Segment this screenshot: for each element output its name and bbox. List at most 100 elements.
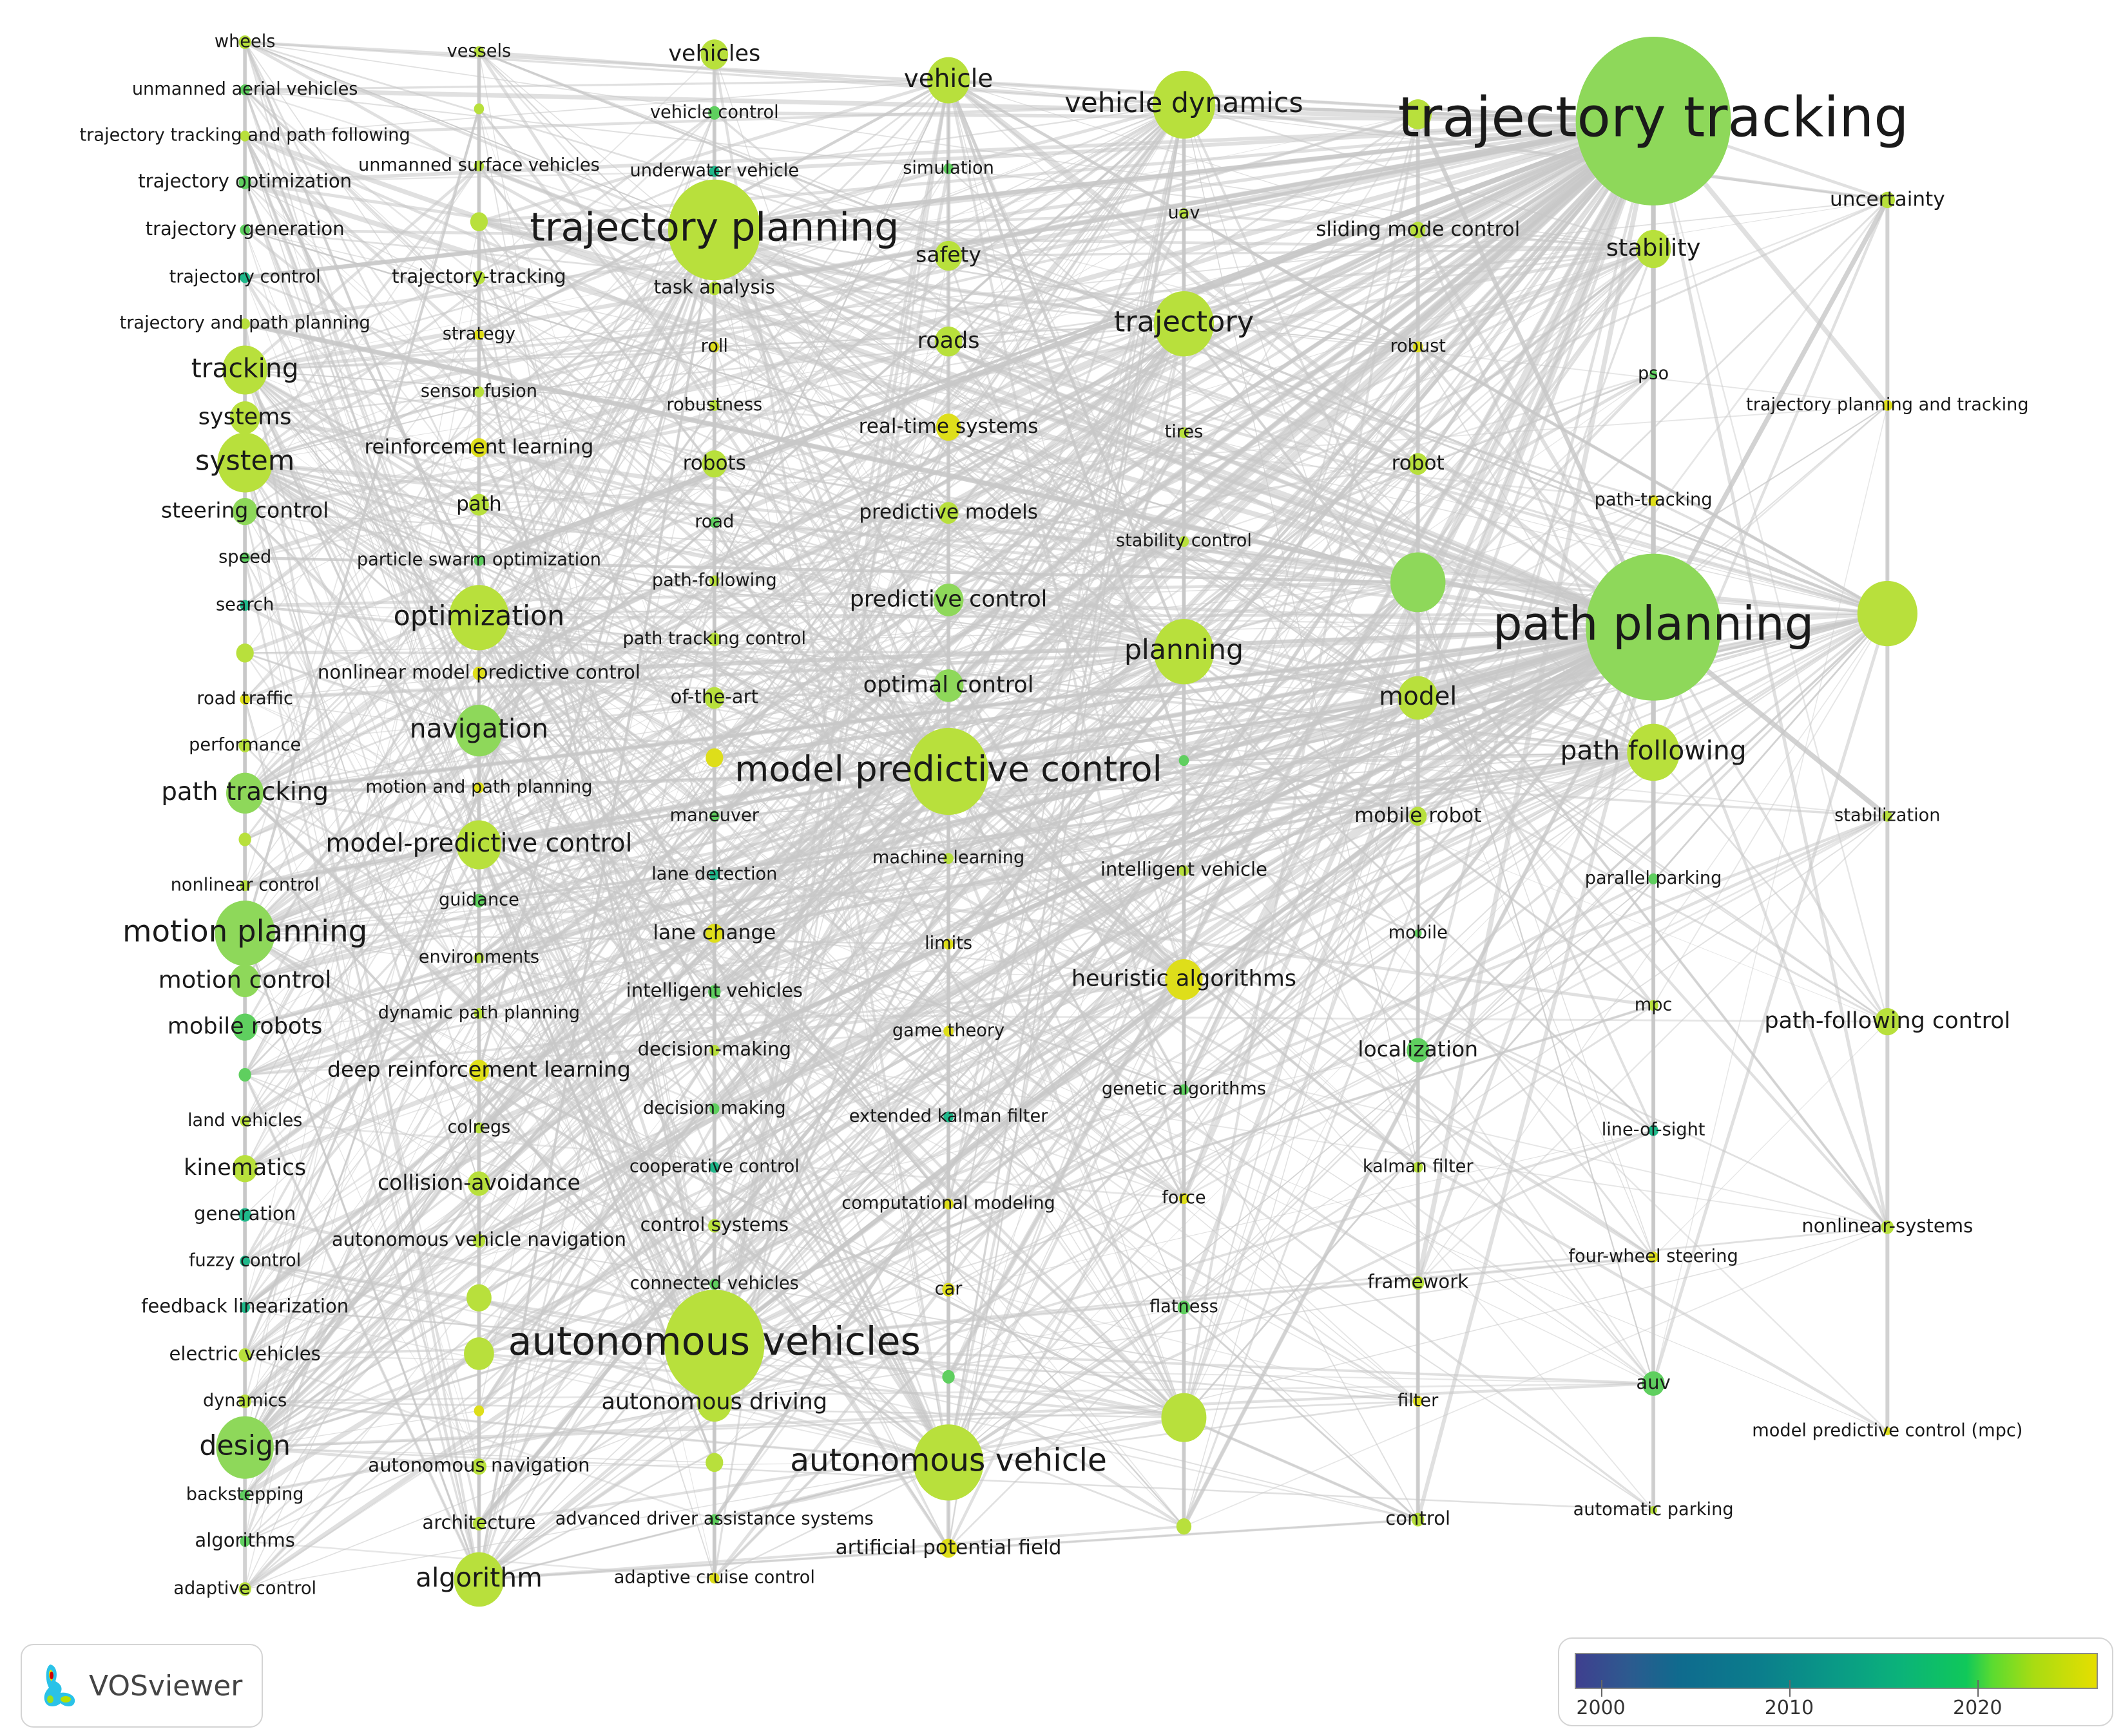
label-artificial-potential-field[interactable]: artificial potential field xyxy=(836,1536,1062,1559)
node-decision-making[interactable] xyxy=(709,1103,720,1114)
node-performance[interactable] xyxy=(238,738,251,752)
label-vehicle-control[interactable]: vehicle control xyxy=(650,102,779,122)
node-n-870-1122[interactable] xyxy=(1176,1518,1192,1535)
node-path-planning[interactable] xyxy=(1586,553,1722,701)
label-lane-detection[interactable]: lane detection xyxy=(651,864,777,884)
label-nonlinear-control[interactable]: nonlinear control xyxy=(171,875,320,895)
node-stability[interactable] xyxy=(1635,229,1671,269)
label-autonomous-vehicle-navigation[interactable]: autonomous vehicle navigation xyxy=(332,1228,626,1250)
label-heuristic-algorithms[interactable]: heuristic algorithms xyxy=(1071,966,1296,992)
label-systems[interactable]: systems xyxy=(198,404,292,430)
label-vessels[interactable]: vessels xyxy=(447,41,512,61)
label-robot[interactable]: robot xyxy=(1392,452,1445,475)
node-kinematics[interactable] xyxy=(232,1155,258,1183)
node-design[interactable] xyxy=(216,1416,274,1479)
label-optimal-control[interactable]: optimal control xyxy=(863,672,1034,698)
node-of-the-art[interactable] xyxy=(704,687,725,709)
label-model-predictive-control-hyphen[interactable]: model-predictive control xyxy=(325,829,632,858)
label-algorithms[interactable]: algorithms xyxy=(195,1529,295,1551)
label-backstepping[interactable]: backstepping xyxy=(186,1485,304,1505)
label-path-planning[interactable]: path planning xyxy=(1493,596,1814,651)
node-trajectory-tracking[interactable] xyxy=(1575,37,1731,205)
node-n-352-995[interactable] xyxy=(464,1337,494,1370)
label-mpc[interactable]: mpc xyxy=(1635,995,1673,1015)
node-real-time-systems[interactable] xyxy=(936,414,961,441)
label-dynamic-path-planning[interactable]: dynamic path planning xyxy=(378,1003,580,1023)
label-path-tracking-hyphen[interactable]: path-tracking xyxy=(1595,490,1713,510)
node-algorithms[interactable] xyxy=(240,1536,250,1547)
label-search[interactable]: search xyxy=(216,595,274,615)
node-path-following-hyphen[interactable] xyxy=(709,575,720,587)
label-intelligent-vehicle[interactable]: intelligent vehicle xyxy=(1100,859,1267,881)
node-optimal-control[interactable] xyxy=(933,669,964,702)
node-robot[interactable] xyxy=(1408,453,1428,475)
label-generation[interactable]: generation xyxy=(194,1203,296,1225)
node-architecture[interactable] xyxy=(472,1516,486,1531)
label-predictive-control[interactable]: predictive control xyxy=(850,586,1048,612)
node-navigation[interactable] xyxy=(455,705,503,757)
node-n-870-1042[interactable] xyxy=(1161,1393,1207,1442)
node-trajectory-planning[interactable] xyxy=(668,179,761,281)
node-model-predictive-control-hyphen[interactable] xyxy=(456,820,502,870)
node-tpt[interactable] xyxy=(1882,399,1893,411)
label-car[interactable]: car xyxy=(935,1279,963,1299)
label-adas[interactable]: advanced driver assistance systems xyxy=(555,1509,874,1529)
label-sensor-fusion[interactable]: sensor fusion xyxy=(421,381,537,401)
node-n-180-480[interactable] xyxy=(236,643,254,663)
label-trajectory-generation[interactable]: trajectory generation xyxy=(146,218,345,240)
label-auv[interactable]: auv xyxy=(1636,1371,1671,1393)
node-autonomous-driving[interactable] xyxy=(696,1383,733,1422)
node-trajectory-tracking-hyphen[interactable] xyxy=(472,271,486,285)
node-steering-control[interactable] xyxy=(232,497,258,526)
label-nmpc[interactable]: nonlinear model predictive control xyxy=(318,661,640,683)
node-trajectory[interactable] xyxy=(1153,291,1215,357)
node-deep-reinforcement-learning[interactable] xyxy=(468,1060,489,1082)
vosviewer-logo[interactable]: VOSviewer xyxy=(21,1644,263,1728)
node-n-352-1037[interactable] xyxy=(474,1405,485,1416)
label-deep-reinforcement-learning[interactable]: deep reinforcement learning xyxy=(327,1057,631,1082)
node-autonomous-navigation[interactable] xyxy=(471,1458,487,1475)
node-wheels[interactable] xyxy=(238,35,251,50)
node-pso[interactable] xyxy=(1649,370,1657,379)
label-autonomous-driving[interactable]: autonomous driving xyxy=(602,1389,828,1415)
node-task-analysis[interactable] xyxy=(708,281,721,296)
node-trajectory-control[interactable] xyxy=(240,272,250,283)
node-path-tracking[interactable] xyxy=(226,772,264,814)
node-n-525-557[interactable] xyxy=(706,748,724,768)
label-underwater-vehicle[interactable]: underwater vehicle xyxy=(630,161,800,181)
label-stability[interactable]: stability xyxy=(1606,234,1701,262)
label-mobile[interactable]: mobile xyxy=(1388,922,1448,942)
label-roads[interactable]: roads xyxy=(917,328,980,354)
label-path-following-control[interactable]: path-following control xyxy=(1764,1008,2010,1034)
node-lane-detection[interactable] xyxy=(709,869,720,881)
node-intelligent-vehicles[interactable] xyxy=(708,985,721,999)
label-automatic-parking[interactable]: automatic parking xyxy=(1573,1500,1734,1520)
label-robots[interactable]: robots xyxy=(683,452,746,475)
label-uav[interactable]: uav xyxy=(1167,203,1200,223)
label-unmanned-surface-vehicles[interactable]: unmanned surface vehicles xyxy=(358,155,600,175)
label-road-traffic[interactable]: road traffic xyxy=(197,689,293,709)
label-nonlinear-systems[interactable]: nonlinear-systems xyxy=(1801,1215,1973,1237)
node-system[interactable] xyxy=(217,432,273,493)
label-motion-and-path-planning[interactable]: motion and path planning xyxy=(365,777,592,797)
label-path[interactable]: path xyxy=(456,493,502,516)
node-sliding-mode-control[interactable] xyxy=(1410,222,1426,238)
label-wheels[interactable]: wheels xyxy=(215,32,276,52)
node-n-697-1012[interactable] xyxy=(942,1369,955,1384)
node-road[interactable] xyxy=(709,517,720,528)
node-model-predictive-control[interactable] xyxy=(908,727,989,816)
node-underwater-vehicle[interactable] xyxy=(709,166,720,177)
label-trajectory[interactable]: trajectory xyxy=(1114,305,1254,339)
node-limits[interactable] xyxy=(943,939,954,950)
node-adas[interactable] xyxy=(709,1514,720,1525)
label-dynamics[interactable]: dynamics xyxy=(203,1391,287,1411)
node-guidance[interactable] xyxy=(472,893,486,908)
node-reinforcement-learning[interactable] xyxy=(470,438,488,457)
label-design[interactable]: design xyxy=(199,1430,291,1462)
label-robustness[interactable]: robustness xyxy=(666,395,762,415)
node-stability-control[interactable] xyxy=(1178,536,1189,548)
label-pso[interactable]: pso xyxy=(1638,363,1669,383)
node-n-1042-428[interactable] xyxy=(1390,552,1446,613)
node-mpc-paren[interactable] xyxy=(1883,1427,1892,1436)
label-algorithm[interactable]: algorithm xyxy=(416,1562,543,1593)
